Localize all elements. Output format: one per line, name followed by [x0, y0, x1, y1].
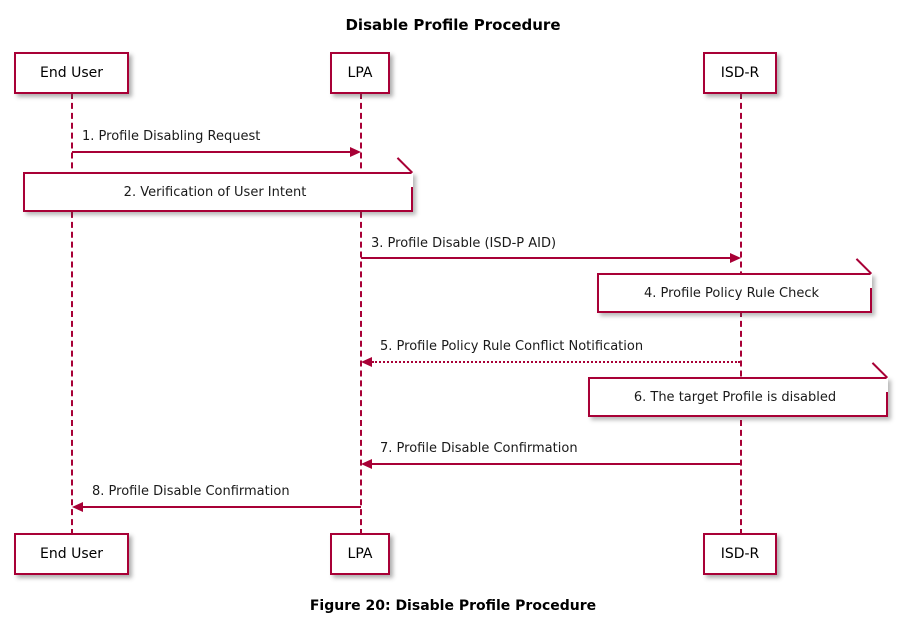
message-3-arrowhead — [730, 253, 741, 263]
note-2-label: 2. Verification of User Intent — [123, 184, 307, 200]
participant-label: ISD-R — [720, 546, 760, 562]
message-3-line — [361, 257, 730, 259]
note-6-label: 6. The target Profile is disabled — [633, 389, 837, 405]
lifeline-lpa — [360, 93, 362, 535]
message-5-label: 5. Profile Policy Rule Conflict Notifica… — [380, 339, 644, 354]
note-fold-icon — [398, 172, 413, 187]
message-7-line — [372, 463, 740, 465]
note-fold-icon — [857, 273, 872, 288]
message-8-line — [83, 506, 361, 508]
message-5-arrowhead — [361, 357, 372, 367]
message-3-label: 3. Profile Disable (ISD-P AID) — [371, 236, 557, 251]
message-1-label: 1. Profile Disabling Request — [82, 129, 261, 144]
participant-end-user-top[interactable]: End User — [14, 52, 129, 94]
participant-label: LPA — [347, 65, 373, 81]
lifeline-end-user — [71, 93, 73, 535]
note-4-label: 4. Profile Policy Rule Check — [643, 285, 820, 301]
figure-caption: Figure 20: Disable Profile Procedure — [309, 598, 597, 614]
participant-label: LPA — [347, 546, 373, 562]
participant-lpa-bottom[interactable]: LPA — [330, 533, 390, 575]
participant-label: End User — [40, 546, 103, 562]
page-title: Disable Profile Procedure — [345, 16, 561, 34]
message-1-line — [72, 151, 350, 153]
note-fold-icon — [873, 377, 888, 392]
message-8-arrowhead — [72, 502, 83, 512]
participant-end-user-bottom[interactable]: End User — [14, 533, 129, 575]
note-2: 2. Verification of User Intent — [23, 157, 413, 212]
note-fold-diagonal-icon — [396, 157, 413, 174]
message-5-line — [372, 361, 740, 363]
note-fold-diagonal-icon — [871, 362, 888, 379]
message-8-label: 8. Profile Disable Confirmation — [92, 484, 290, 499]
note-4: 4. Profile Policy Rule Check — [597, 258, 872, 313]
lifeline-isd-r — [740, 93, 742, 535]
message-7-label: 7. Profile Disable Confirmation — [380, 441, 578, 456]
participant-label: End User — [40, 65, 103, 81]
participant-isd-r-top[interactable]: ISD-R — [703, 52, 777, 94]
participant-isd-r-bottom[interactable]: ISD-R — [703, 533, 777, 575]
participant-label: ISD-R — [720, 65, 760, 81]
message-1-arrowhead — [350, 147, 361, 157]
message-7-arrowhead — [361, 459, 372, 469]
participant-lpa-top[interactable]: LPA — [330, 52, 390, 94]
note-fold-diagonal-icon — [855, 258, 872, 275]
note-6: 6. The target Profile is disabled — [588, 362, 888, 417]
